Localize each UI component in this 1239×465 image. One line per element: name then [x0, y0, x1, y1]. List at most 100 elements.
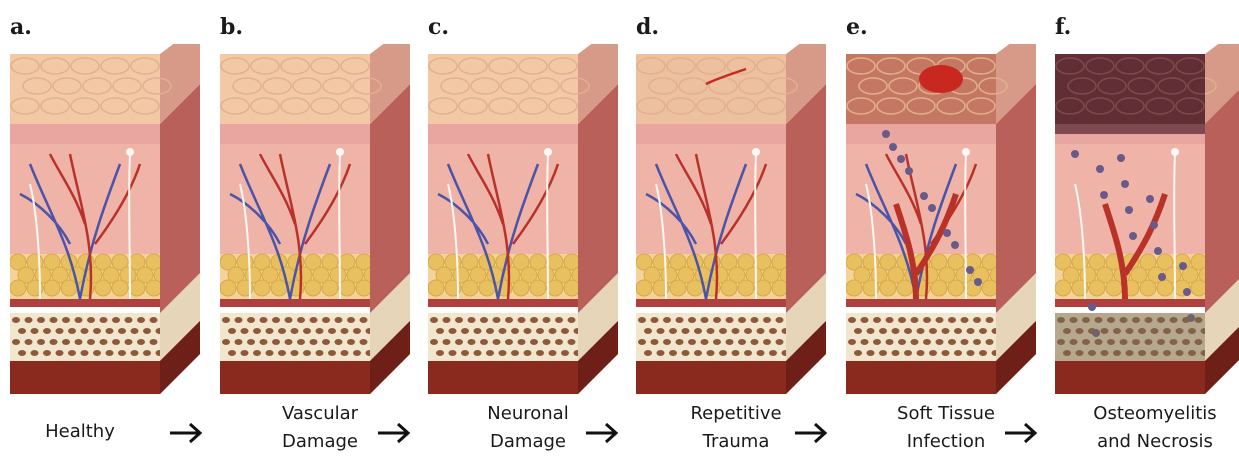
- bone-pore: [879, 350, 887, 356]
- bone-pore: [100, 317, 108, 323]
- bone-pore: [43, 350, 51, 356]
- bone-pore: [568, 339, 576, 345]
- bone-pore: [873, 339, 881, 345]
- bacteria: [943, 229, 951, 237]
- bone-pore: [682, 350, 690, 356]
- fat-cell: [931, 280, 947, 296]
- bone-pore: [511, 350, 519, 356]
- bone-pore: [241, 328, 249, 334]
- bone-pore: [536, 328, 544, 334]
- bacteria: [928, 204, 936, 212]
- bone-pore: [480, 317, 488, 323]
- fat-cell: [129, 280, 145, 296]
- bone-pore: [543, 317, 551, 323]
- bone-pore: [657, 328, 665, 334]
- bone-pore: [757, 350, 765, 356]
- bone-pore: [56, 350, 64, 356]
- epidermis-layer: [846, 124, 996, 144]
- nerve-ending: [962, 148, 970, 156]
- bone-pore: [555, 317, 563, 323]
- bone-pore: [125, 339, 133, 345]
- bone-pore: [669, 350, 677, 356]
- bone-pore: [81, 328, 89, 334]
- bone-pore: [719, 350, 727, 356]
- bone-pore: [561, 350, 569, 356]
- bone-pore: [854, 328, 862, 334]
- bone-pore: [763, 339, 771, 345]
- bone-pore: [228, 350, 236, 356]
- bone-pore: [701, 339, 709, 345]
- bone-pore: [973, 317, 981, 323]
- bone-pore: [493, 317, 501, 323]
- bone-pore: [150, 339, 158, 345]
- bone-pore: [854, 350, 862, 356]
- bone-pore: [961, 317, 969, 323]
- panel-f: f. Osteomyelitis and Necrosis: [1055, 0, 1239, 465]
- bacteria: [1154, 247, 1162, 255]
- bone-pore: [291, 350, 299, 356]
- panel-d: d. Repetitive Trauma: [636, 0, 836, 465]
- bone-pore: [676, 339, 684, 345]
- fat-cell: [339, 280, 355, 296]
- bone-pore: [676, 317, 684, 323]
- bone-pore: [651, 317, 659, 323]
- periosteum-layer: [636, 307, 786, 313]
- bone-destruction: [1055, 313, 1205, 361]
- bone-pore: [93, 350, 101, 356]
- bone-pore: [719, 328, 727, 334]
- fat-cell: [1191, 280, 1207, 296]
- fat-cell: [356, 280, 372, 296]
- bone-pore: [657, 350, 665, 356]
- fat-cell: [755, 280, 771, 296]
- bacteria: [1179, 262, 1187, 270]
- bone-pore: [430, 339, 438, 345]
- bone-pore: [954, 328, 962, 334]
- bone-pore: [524, 350, 532, 356]
- fat-cell: [479, 280, 495, 296]
- bone-pore: [769, 350, 777, 356]
- fat-cell: [547, 280, 563, 296]
- bone-pore: [886, 317, 894, 323]
- fascia-layer: [220, 299, 370, 307]
- fat-cell: [305, 280, 321, 296]
- fat-cell: [687, 280, 703, 296]
- bone-pore: [898, 317, 906, 323]
- fat-cell: [738, 280, 754, 296]
- bone-pore: [511, 328, 519, 334]
- bone-pore: [62, 339, 70, 345]
- bone-pore: [505, 317, 513, 323]
- periosteum-layer: [428, 307, 578, 313]
- bone-pore: [150, 317, 158, 323]
- bone-pore: [335, 339, 343, 345]
- epidermis-layer: [10, 124, 160, 144]
- bone-pore: [726, 339, 734, 345]
- panel-letter: d.: [636, 14, 659, 40]
- bacteria: [1088, 303, 1096, 311]
- bacteria: [1100, 191, 1108, 199]
- bone-pore: [873, 317, 881, 323]
- bacteria: [882, 130, 890, 138]
- bone-pore: [31, 350, 39, 356]
- bone-pore: [12, 317, 20, 323]
- bone-pore: [549, 328, 557, 334]
- bone-pore: [561, 328, 569, 334]
- bone-pore: [694, 350, 702, 356]
- caption-line: Healthy: [0, 418, 170, 446]
- fat-cell: [1157, 280, 1173, 296]
- necrotic-tissue: [1055, 54, 1205, 134]
- bone-pore: [31, 328, 39, 334]
- bone-pore: [50, 339, 58, 345]
- bone-pore: [480, 339, 488, 345]
- bone-pore: [81, 350, 89, 356]
- bone-pore: [942, 350, 950, 356]
- bone-pore: [131, 350, 139, 356]
- bone-pore: [499, 350, 507, 356]
- bone-pore: [303, 350, 311, 356]
- bone-pore: [694, 328, 702, 334]
- right-arrow-icon: [584, 420, 620, 446]
- bone-pore: [861, 317, 869, 323]
- bone-pore: [713, 339, 721, 345]
- bone-pore: [37, 317, 45, 323]
- skin-layers: [428, 44, 618, 394]
- panel-c: c. Neuronal Damage: [428, 0, 628, 465]
